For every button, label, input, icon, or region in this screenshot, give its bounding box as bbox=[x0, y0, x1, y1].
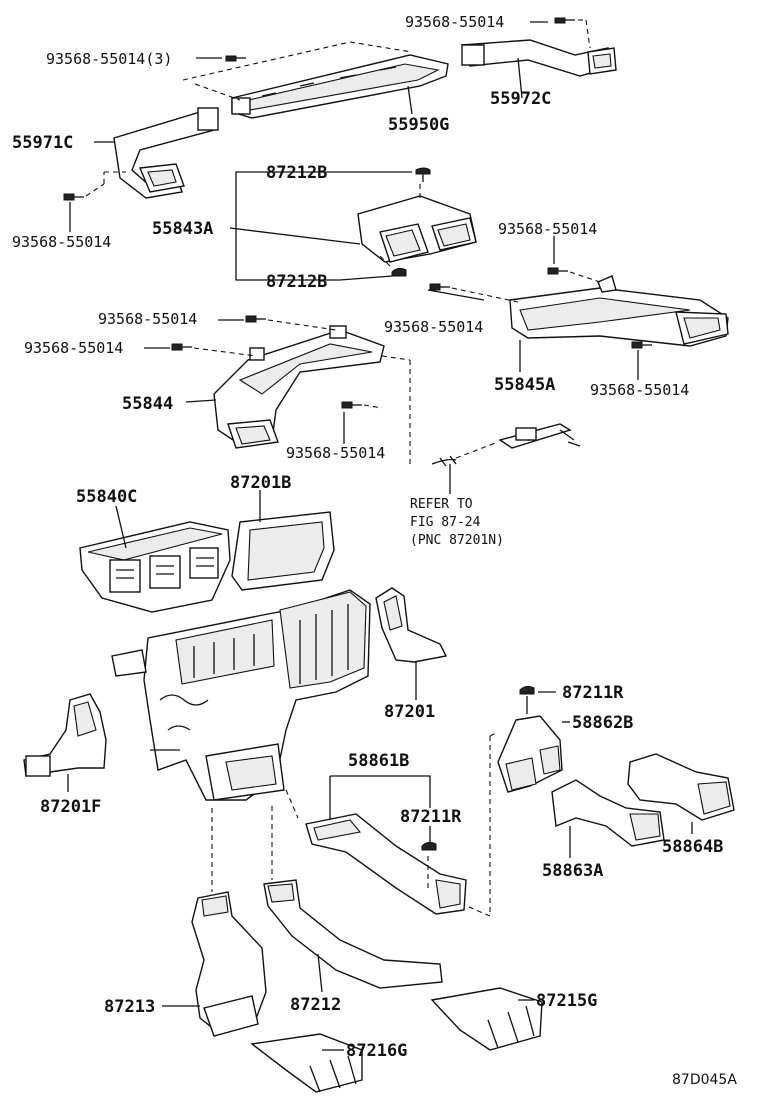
refer-note-line1: REFER TO bbox=[410, 497, 473, 512]
duct-58861b-part[interactable] bbox=[305, 813, 467, 915]
screw-icon bbox=[429, 283, 450, 291]
label-55840c: 55840C bbox=[76, 487, 137, 507]
label-87212b-top: 87212B bbox=[266, 163, 327, 183]
clip-icon bbox=[421, 841, 437, 851]
label-55950g: 55950G bbox=[388, 115, 449, 135]
duct-58863a-part[interactable] bbox=[551, 779, 665, 847]
duct-55972c-part[interactable] bbox=[461, 39, 617, 77]
screw-icon bbox=[245, 315, 266, 323]
duct-58862b-part[interactable] bbox=[497, 715, 563, 793]
duct-55843a-part[interactable] bbox=[357, 195, 477, 263]
label-58862b: 58862B bbox=[572, 713, 633, 733]
label-87212b-bottom: 87212B bbox=[266, 272, 327, 292]
label-58863a: 58863A bbox=[542, 861, 603, 881]
label-58864b: 58864B bbox=[662, 837, 723, 857]
screw-icon bbox=[171, 343, 192, 351]
heater-unit-part[interactable] bbox=[111, 589, 371, 801]
label-screw-left-mid-1: 93568-55014 bbox=[98, 310, 197, 328]
clip-icon bbox=[415, 167, 431, 182]
duct-55844-part[interactable] bbox=[213, 325, 385, 449]
duct-87213-part[interactable] bbox=[191, 891, 267, 1037]
label-55844: 55844 bbox=[122, 394, 173, 414]
label-screw-right-mid-left: 93568-55014 bbox=[384, 318, 483, 336]
label-55845a: 55845A bbox=[494, 375, 555, 395]
label-87201f: 87201F bbox=[40, 797, 101, 817]
label-58861b: 58861B bbox=[348, 751, 409, 771]
duct-55971c-part[interactable] bbox=[113, 107, 219, 199]
duct-55950g-part[interactable] bbox=[231, 54, 449, 119]
duct-87216g-part[interactable] bbox=[250, 1033, 363, 1093]
screw-icon bbox=[631, 341, 652, 349]
label-screw-center-mid: 93568-55014 bbox=[286, 444, 385, 462]
label-55971c: 55971C bbox=[12, 133, 73, 153]
refer-note-line2: FIG 87-24 bbox=[410, 515, 481, 530]
duct-87212-part[interactable] bbox=[263, 879, 443, 989]
bracket-87201-part[interactable] bbox=[375, 587, 448, 663]
clip-icon bbox=[519, 685, 535, 695]
screw-icon bbox=[63, 193, 84, 201]
screw-icon bbox=[554, 17, 575, 24]
label-87213: 87213 bbox=[104, 997, 155, 1017]
duct-58864b-part[interactable] bbox=[627, 753, 735, 821]
label-87215g: 87215G bbox=[536, 991, 597, 1011]
label-screw-right-mid-bottom: 93568-55014 bbox=[590, 381, 689, 399]
screw-icon bbox=[225, 55, 246, 62]
label-55972c: 55972C bbox=[490, 89, 551, 109]
label-screw-top-left-qty: 93568-55014(3) bbox=[46, 50, 172, 68]
label-screw-right-mid-top: 93568-55014 bbox=[498, 220, 597, 238]
actuator-part[interactable] bbox=[431, 423, 581, 467]
label-55843a: 55843A bbox=[152, 219, 213, 239]
duct-55845a-part[interactable] bbox=[509, 275, 729, 347]
figure-code: 87D045A bbox=[672, 1072, 737, 1088]
label-screw-left-mid-2: 93568-55014 bbox=[24, 339, 123, 357]
label-screw-left-upper: 93568-55014 bbox=[12, 233, 111, 251]
label-87211r-mid: 87211R bbox=[400, 807, 462, 827]
clip-icon bbox=[391, 267, 407, 277]
duct-87215g-part[interactable] bbox=[430, 987, 543, 1051]
screw-icon bbox=[341, 401, 362, 409]
register-55840c-part[interactable] bbox=[79, 521, 231, 613]
case-87201b-part[interactable] bbox=[231, 511, 335, 591]
label-87201: 87201 bbox=[384, 702, 435, 722]
label-87216g: 87216G bbox=[346, 1041, 407, 1061]
duct-87201f-part[interactable] bbox=[23, 693, 107, 777]
label-87212: 87212 bbox=[290, 995, 341, 1015]
label-screw-top-right: 93568-55014 bbox=[405, 13, 504, 31]
refer-note-line3: (PNC 87201N) bbox=[410, 533, 504, 548]
label-87201b: 87201B bbox=[230, 473, 291, 493]
leader-lines bbox=[67, 21, 693, 1051]
screw-icon bbox=[547, 267, 568, 275]
label-87211r-top: 87211R bbox=[562, 683, 624, 703]
